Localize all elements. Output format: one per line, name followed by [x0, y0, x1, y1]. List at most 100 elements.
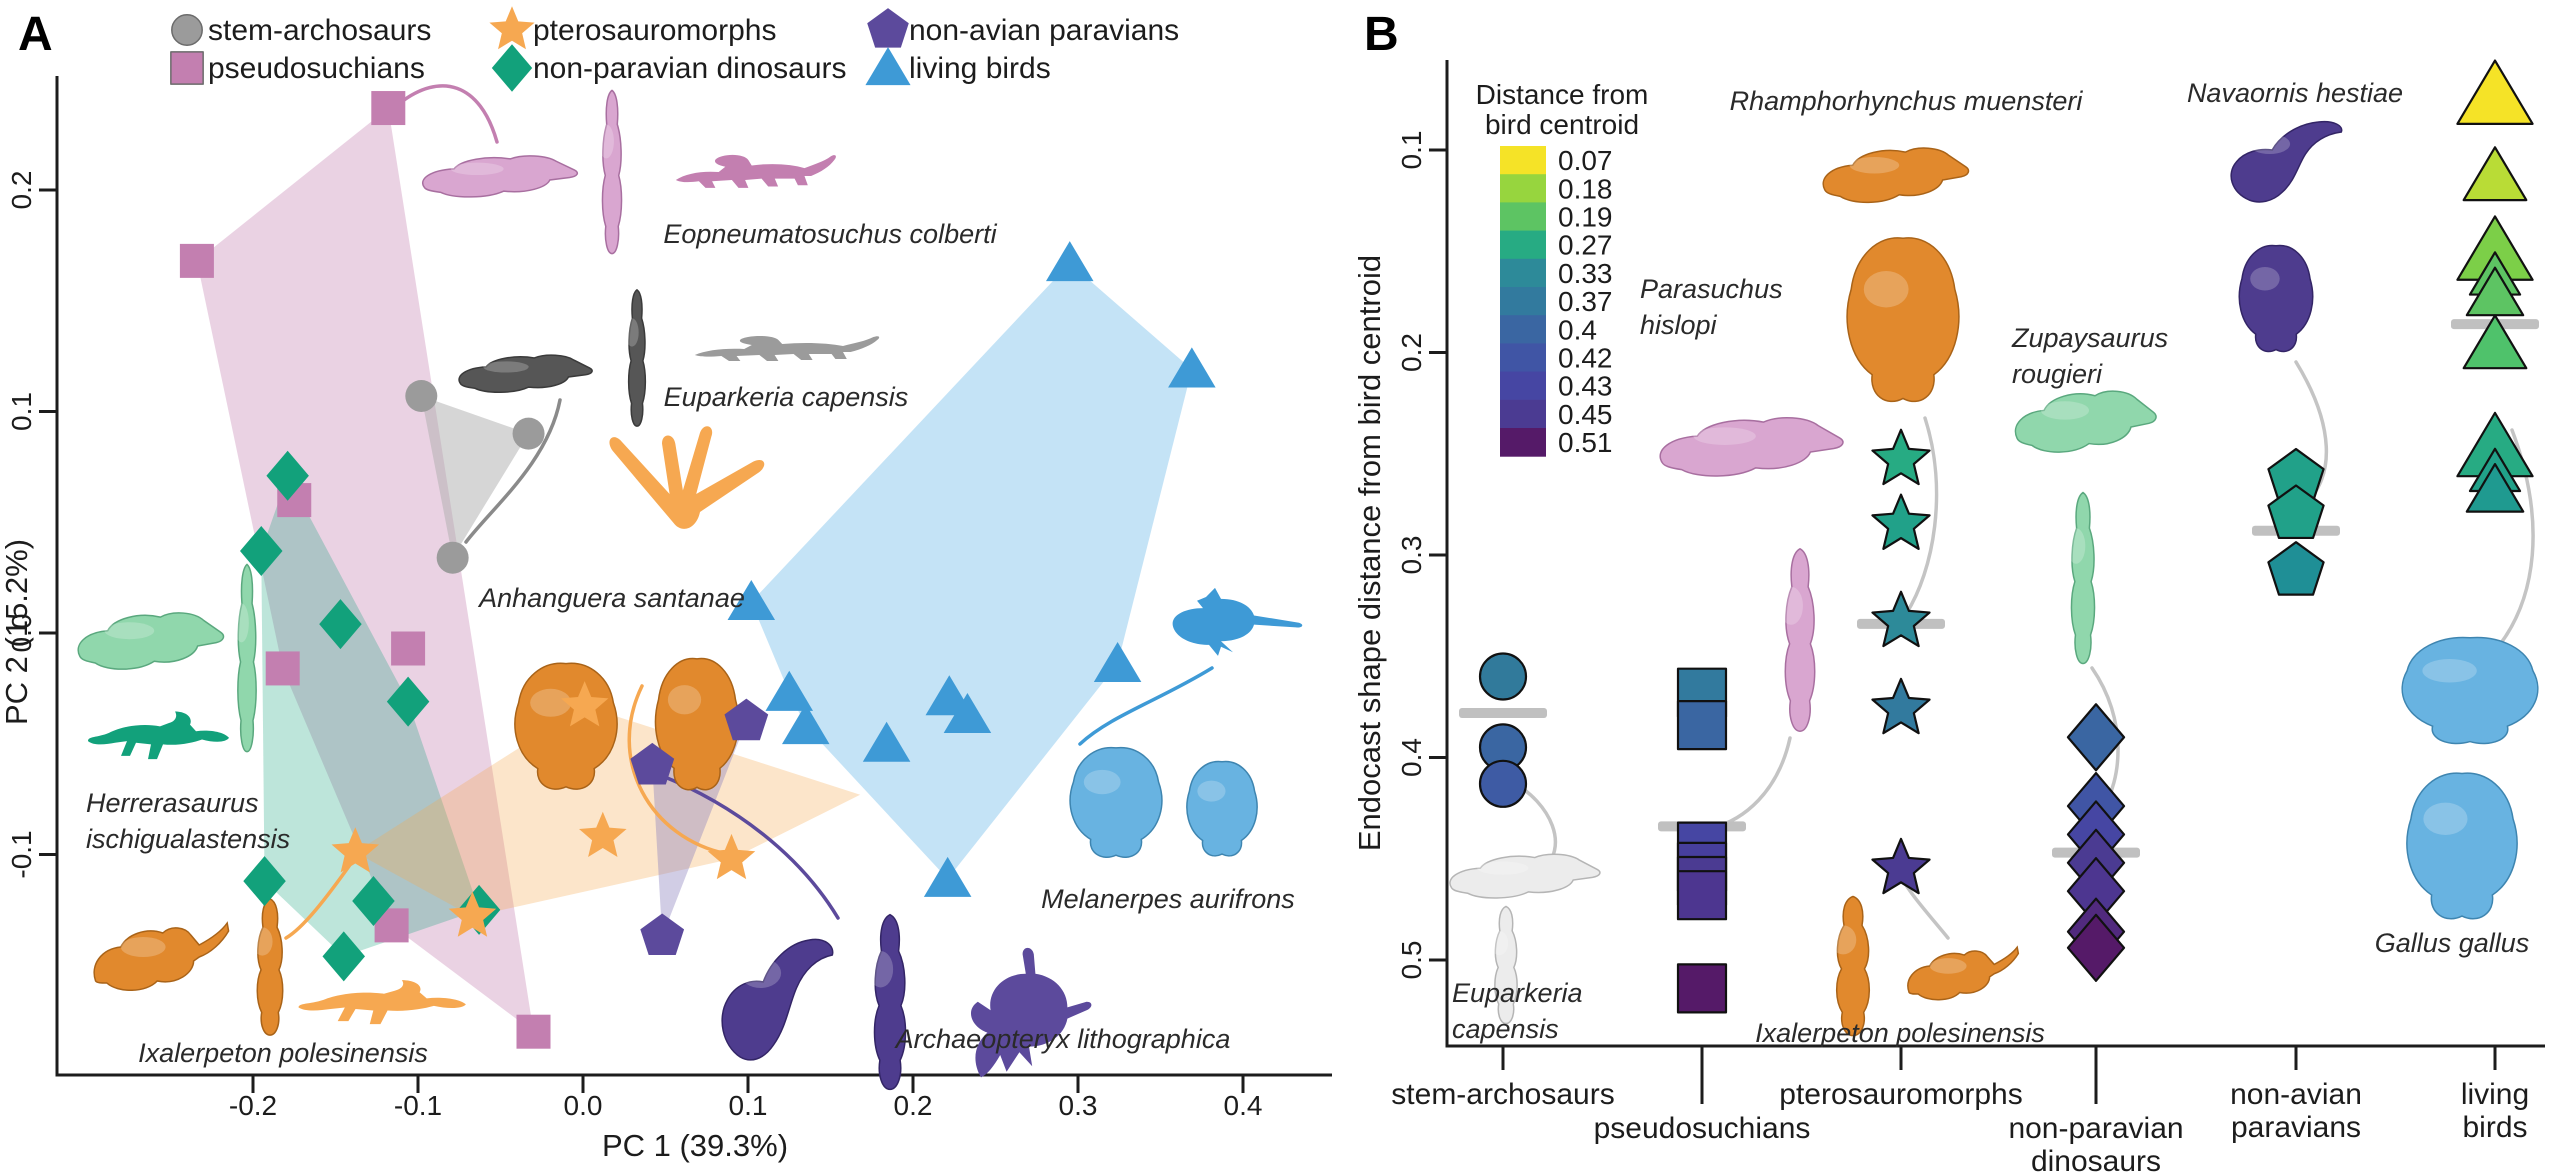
hull-non-paravian-dinosaurs — [261, 475, 480, 957]
marker-b-pterosauromorphs-2 — [1871, 590, 1931, 648]
parasuchus-endocast-lateral — [1660, 418, 1843, 476]
label-euparkeria-capensis-line-0: Euparkeria capensis — [664, 382, 909, 412]
anhanguera-endocast-lateral — [515, 663, 617, 789]
legend-label: stem-archosaurs — [208, 14, 431, 47]
gallus-endocast-lateral — [2402, 637, 2538, 743]
marker-b-non-paravian-dinosaurs-6 — [2066, 913, 2126, 982]
legend-marker-star — [489, 6, 535, 50]
category-label-pterosauromorphs-line-0: pterosauromorphs — [1779, 1078, 2022, 1111]
label-rhamphorhynchus-muensteri-line-0: Rhamphorhynchus muensteri — [1730, 86, 2084, 116]
colorbar-swatch-0.42 — [1500, 343, 1546, 373]
herrerasaurus-endocast-lateral — [78, 613, 223, 669]
melanerpes-endocast-dorsal — [1187, 761, 1257, 855]
melanerpes-endocast-lateral — [1070, 748, 1162, 858]
euparkeria-silhouette — [694, 336, 880, 361]
label-eopneumatosuchus-colberti-line-0: Eopneumatosuchus colberti — [663, 219, 997, 249]
euparkeria-endocast-lateral-b-shape — [1450, 854, 1600, 898]
panel-a-xtick-label: -0.2 — [229, 1090, 277, 1121]
gallus-endocast-dorsal-highlight — [2423, 802, 2468, 836]
archaeopteryx-silhouette-shape — [970, 947, 1092, 1078]
marker-b-living-birds-5 — [2462, 314, 2528, 370]
ixalerpeton-silhouette-shape — [298, 980, 466, 1025]
rhamphorhynchus-endocast-lateral-highlight — [1849, 157, 1900, 174]
parasuchus-endocast-dorsal — [1779, 549, 1814, 731]
legend-label: pseudosuchians — [208, 52, 425, 85]
marker-pseudosuchians-6 — [516, 1014, 551, 1049]
marker-b-living-birds-0 — [2456, 59, 2534, 125]
euparkeria-endocast-lateral-shape — [459, 355, 592, 392]
label-ixalerpeton-polesinensis: Ixalerpeton polesinensis — [138, 1038, 428, 1068]
navaornis-endocast-dorsal-highlight — [2250, 266, 2280, 291]
label-euparkeria-capensis-b-line-1: capensis — [1452, 1014, 1559, 1044]
label-herrerasaurus-ischigualastensis-line-1: ischigualastensis — [86, 824, 290, 854]
marker-living-birds-8 — [862, 721, 911, 762]
colorbar-swatch-0.18 — [1500, 174, 1546, 203]
legend-marker-square — [170, 51, 204, 85]
melanerpes-silhouette — [1172, 587, 1303, 656]
marker-non-paravian-dinosaurs-7 — [322, 931, 365, 982]
ixalerpeton-silhouette — [298, 980, 466, 1025]
label-parasuchus-hislopi-line-1: hislopi — [1640, 310, 1718, 340]
colorbar-value-0.19: 0.19 — [1558, 202, 1613, 233]
marker-living-birds-9 — [923, 856, 972, 897]
marker-living-birds-2 — [727, 579, 776, 621]
label-ixalerpeton-polesinensis-b-line-0: Ixalerpeton polesinensis — [1755, 1018, 2045, 1048]
anhanguera-silhouette-shape — [609, 426, 765, 529]
colorbar-swatch-0.51 — [1500, 428, 1546, 457]
panel-a-xtick-label: 0.1 — [729, 1090, 768, 1121]
colorbar-swatch-0.37 — [1500, 287, 1546, 316]
panel-b-ytick-label: 0.3 — [1396, 536, 1427, 575]
anhanguera-endocast-dorsal-highlight — [667, 685, 702, 715]
ixalerpeton-endocast-lateral-shape — [94, 923, 228, 990]
marker-non-avian-paravians-1 — [630, 742, 675, 785]
panel-b-letter: B — [1364, 8, 1399, 61]
marker-pterosauromorphs-0 — [560, 681, 609, 727]
label-navaornis-hestiae: Navaornis hestiae — [2187, 78, 2403, 108]
archaeopteryx-silhouette — [970, 947, 1092, 1078]
marker-b-non-paravian-dinosaurs-0 — [2066, 703, 2126, 772]
herrerasaurus-endocast-lateral-highlight — [104, 622, 155, 640]
euparkeria-endocast-dorsal-b-highlight — [1490, 930, 1509, 956]
hull-pseudosuchians — [196, 108, 534, 1032]
marker-pterosauromorphs-3 — [579, 811, 627, 858]
ixalerpeton-endocast-dorsal-b — [1830, 896, 1869, 1035]
panel-a-xtick-label: 0.0 — [564, 1090, 603, 1121]
herrerasaurus-endocast-dorsal-shape — [238, 564, 256, 751]
ixalerpeton-endocast-dorsal-b-shape — [1837, 896, 1870, 1035]
marker-pterosauromorphs-4 — [707, 833, 756, 880]
marker-non-avian-paravians-2 — [640, 913, 685, 956]
label-gallus-gallus: Gallus gallus — [2375, 928, 2530, 958]
colorbar-value-0.43: 0.43 — [1558, 371, 1613, 402]
label-zupaysaurus-rougieri-line-0: Zupaysaurus — [2011, 323, 2168, 353]
gallus-endocast-lateral-shape — [2402, 637, 2538, 743]
archaeopteryx-endocast-lateral — [722, 939, 833, 1059]
leader-rhamphorhynchus-b — [1904, 416, 1939, 616]
legend-item-living-birds: living birds — [865, 47, 1051, 86]
panel-a-ytick-label: -0.1 — [6, 830, 37, 878]
marker-b-pseudosuchians-5 — [1676, 870, 1728, 921]
gallus-endocast-lateral-highlight — [2422, 658, 2477, 683]
eopneumatosuchus-endocast-dorsal-shape — [602, 90, 621, 253]
marker-b-pterosauromorphs-3 — [1871, 677, 1931, 735]
navaornis-endocast-lateral — [2231, 122, 2342, 202]
marker-b-pseudosuchians-1 — [1676, 699, 1728, 751]
parasuchus-endocast-lateral-shape — [1660, 418, 1843, 476]
navaornis-endocast-lateral-highlight — [2249, 134, 2291, 154]
leader-ixalerpeton — [284, 860, 354, 940]
marker-living-birds-6 — [943, 692, 992, 733]
marker-living-birds-4 — [781, 704, 830, 745]
marker-living-birds-0 — [1045, 241, 1094, 282]
axes-layer — [39, 60, 2545, 1104]
archaeopteryx-endocast-lateral-shape — [722, 939, 833, 1059]
category-label-non-paravian-dinosaurs-line-1: dinosaurs — [2031, 1145, 2161, 1176]
colorbar-value-0.18: 0.18 — [1558, 173, 1613, 204]
parasuchus-endocast-lateral-highlight — [1693, 427, 1756, 445]
legend-item-stem-archosaurs: stem-archosaurs — [171, 14, 431, 47]
marker-living-birds-1 — [1168, 347, 1216, 388]
ixalerpeton-endocast-dorsal-b-highlight — [1830, 925, 1857, 955]
legend-label: living birds — [909, 52, 1051, 85]
panel-a-ytick-label: 0.2 — [6, 171, 37, 210]
legend-marker-triangle — [865, 47, 911, 86]
